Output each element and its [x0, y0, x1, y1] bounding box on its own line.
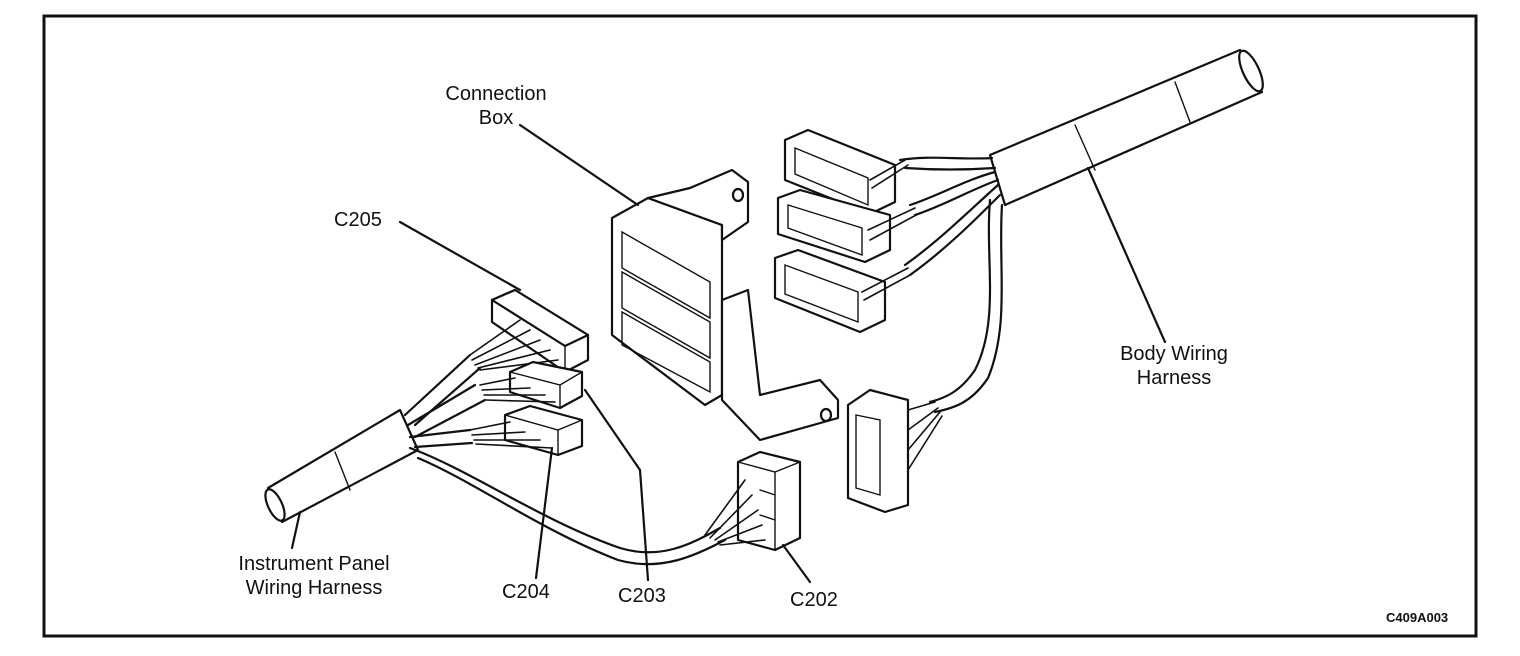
body-connector-middle: [776, 188, 892, 264]
label-connection-box-line2: Box: [478, 107, 514, 129]
connector-c202: [704, 450, 802, 552]
connection-box: [610, 168, 840, 442]
figure-code: C409A003: [1386, 610, 1449, 625]
label-c203: C203: [618, 585, 666, 607]
label-connection-box-line1: Connection: [445, 83, 547, 105]
label-instrument-panel-line1: Instrument Panel: [238, 553, 390, 575]
connector-c203: [479, 360, 584, 410]
body-wiring-harness: [861, 48, 1264, 414]
leader-lines: [290, 123, 1167, 584]
body-connector-lower: [846, 388, 943, 514]
body-connector-bottom: [773, 248, 887, 334]
label-body-wiring-line1: Body Wiring: [1120, 343, 1228, 365]
label-c204: C204: [502, 581, 550, 603]
label-c202: C202: [790, 589, 838, 611]
label-instrument-panel-harness: Instrument Panel Wiring Harness: [226, 552, 402, 600]
connector-c205: [469, 288, 590, 374]
instrument-panel-harness: [264, 353, 727, 566]
label-body-wiring-line2: Harness: [1136, 367, 1212, 389]
label-c205: C205: [334, 209, 382, 231]
label-connection-box: Connection Box: [436, 82, 556, 130]
label-body-wiring-harness: Body Wiring Harness: [1106, 342, 1242, 390]
body-connector-top: [783, 128, 897, 216]
label-instrument-panel-line2: Wiring Harness: [245, 577, 383, 599]
connector-c204: [469, 404, 584, 457]
